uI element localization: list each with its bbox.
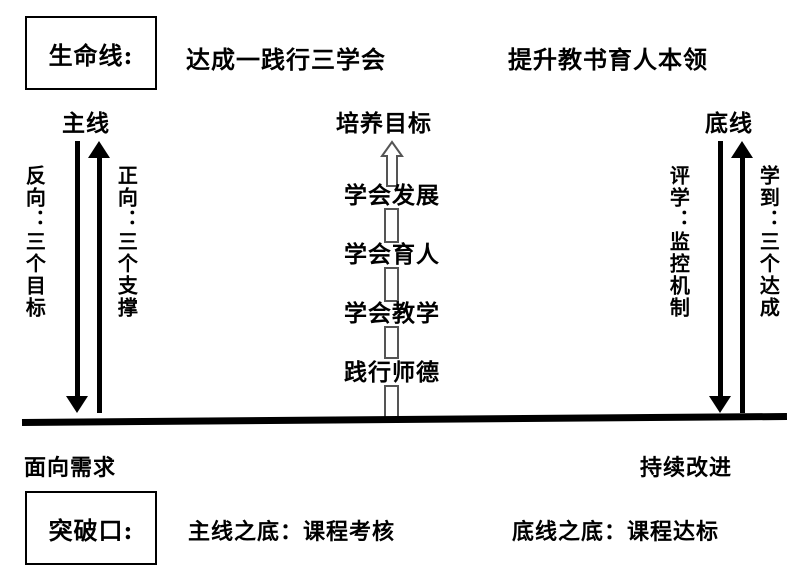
lifeline-label-box: 生命线: [25, 16, 157, 90]
left-up-label: 正向：三个支撑 [114, 165, 139, 319]
right-down-label: 评学：监控机制 [666, 165, 691, 319]
right-column-title: 底线 [705, 110, 753, 137]
center-step-1: 学会发展 [344, 182, 440, 209]
breakthrough-label-box: 突破口: [25, 491, 157, 565]
left-column-title: 主线 [62, 110, 110, 137]
right-down-arrow-shaft [718, 141, 723, 396]
center-block-arrow-up [380, 140, 404, 188]
center-link-3 [384, 326, 399, 359]
left-up-arrow-shaft [97, 157, 102, 413]
center-step-4: 践行师德 [344, 359, 440, 386]
left-down-arrow-shaft [75, 141, 80, 396]
left-down-label: 反向：三个目标 [22, 165, 47, 319]
bottom-left-note: 面向需求 [24, 455, 117, 481]
center-link-1 [384, 208, 399, 243]
right-down-arrow-head [709, 396, 731, 413]
bottom-right-note: 持续改进 [640, 455, 733, 481]
footer-right-text: 底线之底：课程达标 [512, 519, 720, 545]
top-heading-right: 提升教书育人本领 [508, 45, 708, 74]
right-up-label: 学到：三个达成 [756, 165, 781, 319]
right-up-arrow-shaft [740, 157, 745, 413]
center-link-2 [384, 267, 399, 302]
right-up-arrow-head [731, 141, 753, 158]
footer-center-text: 主线之底：课程考核 [188, 519, 396, 545]
left-up-arrow-head [88, 141, 110, 158]
lifeline-label-text: 生命线: [48, 40, 134, 70]
foundation-baseline [21, 412, 788, 426]
center-step-3: 学会教学 [344, 300, 440, 327]
center-step-2: 学会育人 [344, 241, 440, 268]
breakthrough-label-text: 突破口: [48, 515, 134, 545]
top-heading-center: 达成一践行三学会 [186, 45, 386, 74]
left-down-arrow-head [66, 396, 88, 413]
block-arrow-up-icon [380, 140, 404, 187]
center-column-title: 培养目标 [336, 110, 432, 137]
